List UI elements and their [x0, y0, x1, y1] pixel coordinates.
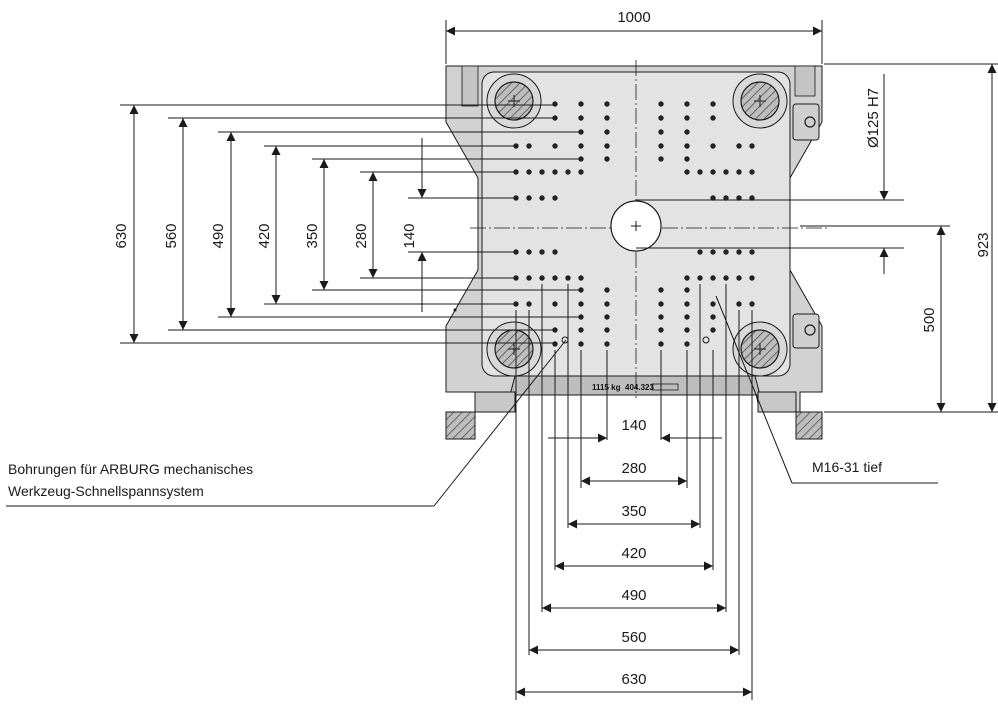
bracket-top-right-hole	[804, 116, 816, 128]
dim-overall-height	[824, 63, 998, 413]
tie-bar-top-right	[732, 73, 788, 129]
hspace-560-label: 560	[621, 629, 646, 646]
top-notch-left	[461, 65, 479, 107]
weight-label: 1115 kg	[592, 383, 621, 392]
horizontal-spacing-labels: 140 280 350 420 490 560 630	[621, 417, 646, 688]
quick-clamp-note-line2: Werkzeug-Schnellspannsystem	[8, 483, 204, 499]
clamp-holes	[513, 101, 755, 347]
tie-bar-top-left	[486, 73, 542, 129]
bracket-left-hole	[453, 308, 457, 312]
horizontal-spacing-dims	[515, 284, 753, 700]
top-notch-right	[794, 65, 816, 97]
thread-hole-marker-right	[702, 336, 710, 344]
hspace-280-label: 280	[621, 460, 646, 477]
leader-quick-clamp	[6, 339, 567, 507]
hspace-350-label: 350	[621, 503, 646, 520]
platen-foot-right	[795, 411, 823, 440]
thread-note: M16-31 tief	[812, 459, 882, 475]
dim-overall-height-label: 923	[975, 232, 992, 257]
vertical-spacing-dims	[120, 104, 582, 344]
tie-bars	[486, 73, 788, 377]
dim-bore-label: Ø125 H7	[865, 88, 882, 148]
hspace-630-label: 630	[621, 671, 646, 688]
bracket-bottom-right-hole	[804, 324, 816, 336]
hspace-490-label: 490	[621, 587, 646, 604]
dim-center-height-label: 500	[921, 307, 938, 332]
dim-bore	[636, 74, 904, 274]
quick-clamp-note-line1: Bohrungen für ARBURG mechanisches	[8, 461, 253, 477]
bracket-top-right	[792, 103, 820, 141]
vertical-spacing-labels: 630 560 490 420 350 280 140	[113, 223, 418, 248]
tie-bar-bottom-left	[486, 321, 542, 377]
platen-foot-left-inner	[474, 391, 516, 413]
tie-bar-bottom-right	[732, 321, 788, 377]
platen-foot-left	[445, 411, 476, 440]
nameplate: 1115 kg 404.323	[592, 383, 679, 392]
platen-foot-right-inner	[757, 391, 797, 413]
dim-overall-width	[445, 20, 823, 64]
vspace-420-label: 420	[256, 223, 273, 248]
leader-thread	[715, 295, 938, 484]
dim-center-height	[800, 225, 950, 412]
part-number-label: 404.323	[625, 383, 654, 392]
bracket-bottom-right	[792, 313, 820, 349]
hspace-140-label: 140	[621, 417, 646, 434]
vspace-140-label: 140	[401, 223, 418, 248]
vspace-630-label: 630	[113, 223, 130, 248]
vspace-350-label: 350	[304, 223, 321, 248]
hspace-420-label: 420	[621, 545, 646, 562]
center-bore	[610, 200, 662, 252]
vspace-490-label: 490	[210, 223, 227, 248]
vspace-560-label: 560	[163, 223, 180, 248]
dim-overall-width-label: 1000	[617, 9, 650, 26]
vspace-280-label: 280	[353, 223, 370, 248]
